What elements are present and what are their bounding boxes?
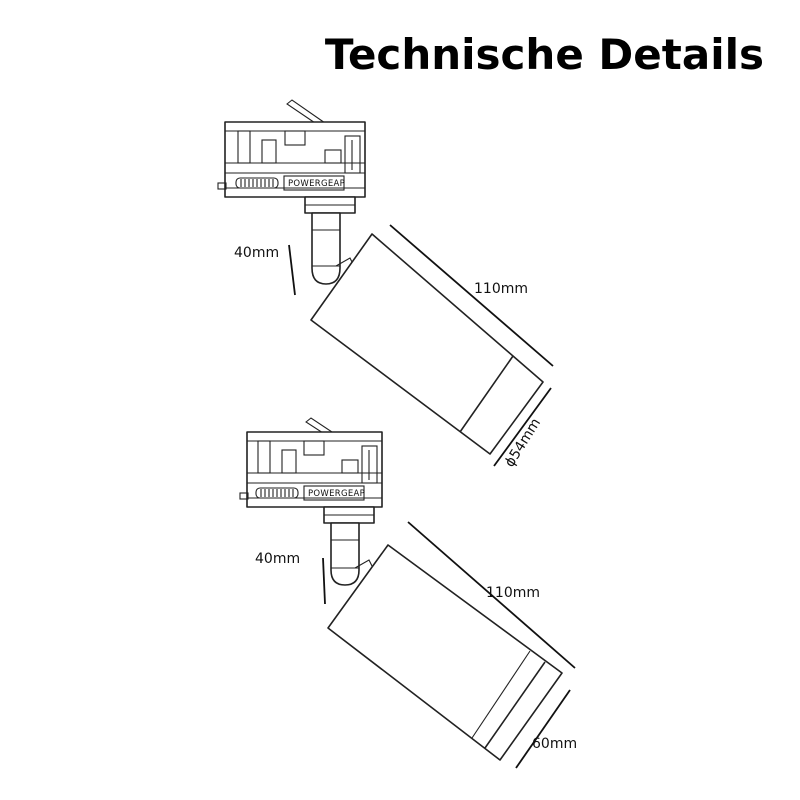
dimension-line-height-top — [288, 244, 296, 296]
dimension-length-top: 110mm — [474, 281, 528, 297]
track-adapter-bottom: POWERGEAP — [239, 417, 383, 524]
page-title: Technische Details — [324, 30, 764, 79]
spotlight-view-top: POWERGEAP 40mm 110mm ϕ54mm — [217, 99, 554, 470]
track-adapter-top: POWERGEAP — [217, 99, 366, 214]
lamp-body-bottom — [327, 544, 563, 761]
dimension-line-height-bottom — [322, 557, 326, 605]
dimension-line-width-bottom — [515, 689, 571, 769]
dimension-line-diameter-top — [493, 387, 552, 467]
adapter-brand-label: POWERGEAP — [308, 489, 365, 499]
dimension-height-bottom: 40mm — [255, 551, 300, 567]
connector-stem-top — [311, 212, 341, 285]
adapter-brand-label: POWERGEAP — [288, 179, 345, 189]
dimension-line-length-bottom — [407, 521, 576, 669]
connector-stem-bottom — [330, 522, 360, 586]
dimension-height-top: 40mm — [234, 245, 279, 261]
lamp-body-top — [310, 233, 544, 455]
dimension-line-length-top — [389, 224, 554, 367]
dimension-width-bottom: 60mm — [532, 736, 577, 752]
spotlight-view-bottom: POWERGEAP 40mm 110mm 60mm — [239, 417, 577, 769]
dimension-length-bottom: 110mm — [486, 585, 540, 601]
